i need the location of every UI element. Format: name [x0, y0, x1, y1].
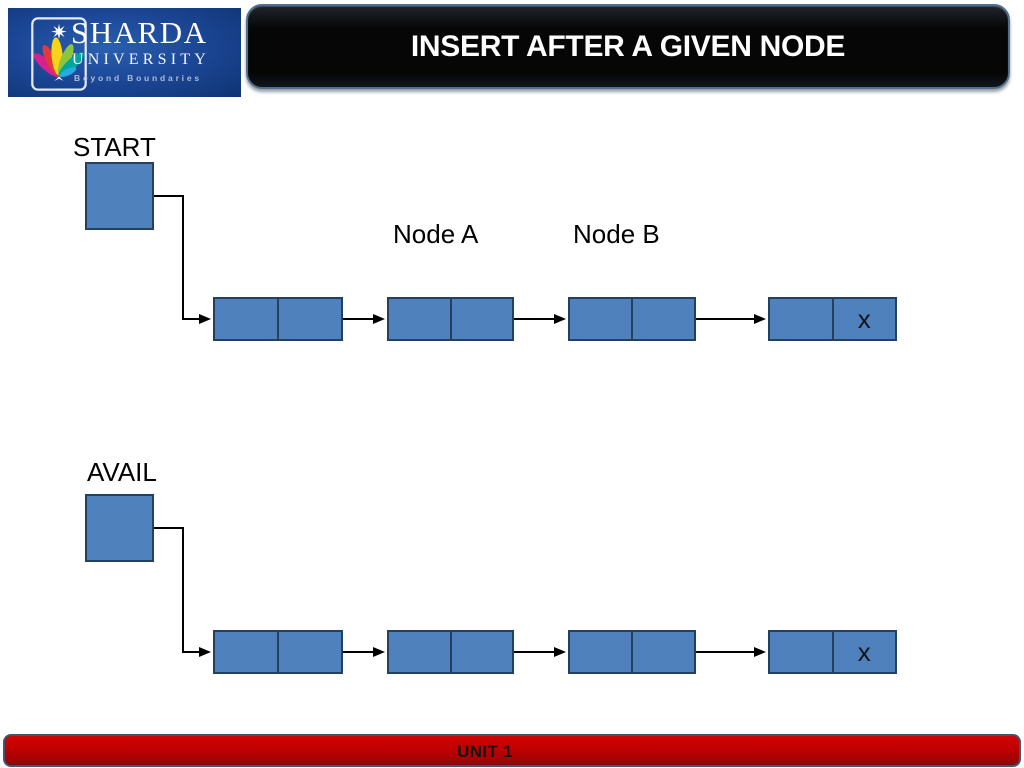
node-data-cell	[770, 299, 834, 339]
list-node	[213, 297, 343, 341]
avail-pointer-box	[85, 494, 154, 562]
list-node: x	[768, 297, 897, 341]
node-next-cell	[452, 632, 513, 672]
logo-name: SHARDA	[71, 15, 208, 50]
node-next-cell: x	[857, 304, 871, 334]
node-data-cell	[389, 299, 452, 339]
lotus-emblem-icon	[31, 17, 87, 91]
node-next-cell	[452, 299, 513, 339]
list-node	[213, 630, 343, 674]
footer-unit-label: UNIT 1	[457, 742, 513, 761]
list-node	[568, 630, 696, 674]
node-a-label: Node A	[393, 219, 479, 249]
university-logo: SHARDA UNIVERSITY Beyond Boundaries	[8, 8, 241, 97]
node-next-cell	[279, 299, 341, 339]
logo-tagline: Beyond Boundaries	[74, 73, 202, 83]
node-data-cell	[215, 632, 279, 672]
slide-title: INSERT AFTER A GIVEN NODE	[410, 29, 846, 63]
node-data-cell	[570, 632, 633, 672]
node-data-cell	[389, 632, 452, 672]
avail-pointer-label: AVAIL	[87, 457, 157, 487]
list-node: x	[768, 630, 897, 674]
node-b-label: Node B	[573, 219, 660, 249]
list-node	[387, 297, 514, 341]
node-data-cell	[215, 299, 279, 339]
node-next-cell	[633, 632, 694, 672]
start-pointer-box	[85, 162, 154, 230]
node-data-cell	[570, 299, 633, 339]
list-node	[387, 630, 514, 674]
node-next-cell: x	[857, 637, 871, 667]
node-next-cell	[279, 632, 341, 672]
logo-subtitle: UNIVERSITY	[72, 51, 210, 68]
slide-title-bar: INSERT AFTER A GIVEN NODE	[246, 4, 1010, 89]
footer-bar	[3, 734, 1021, 767]
node-next-cell	[633, 299, 694, 339]
list-node	[568, 297, 696, 341]
start-pointer-label: START	[73, 132, 156, 162]
node-data-cell	[770, 632, 834, 672]
